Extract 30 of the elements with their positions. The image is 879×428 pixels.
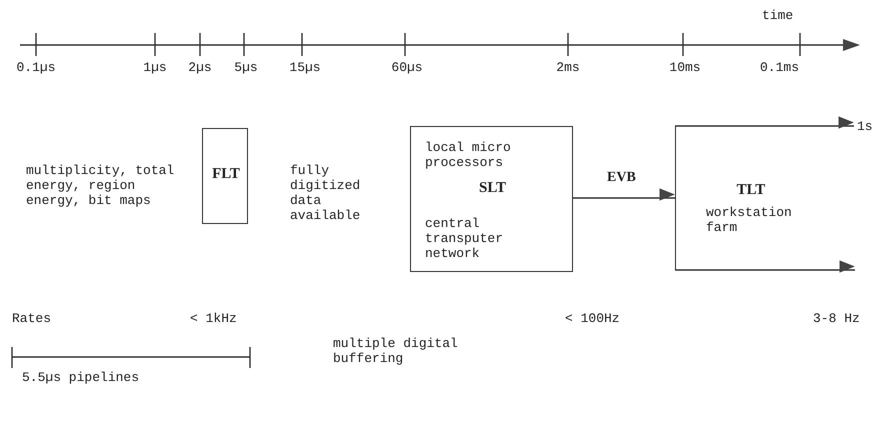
tick-label: 1µs — [142, 60, 168, 75]
arrow — [675, 260, 855, 273]
box-text: central transputer network — [425, 216, 504, 261]
tick-label: 10ms — [668, 60, 702, 75]
tick-label: 15µs — [288, 60, 322, 75]
box-label: SLT — [478, 181, 507, 196]
trigger-input-note: multiplicity, total energy, region energy, bit maps — [26, 163, 176, 208]
tick-label: 60µs — [390, 60, 424, 75]
box-text: workstation farm — [706, 205, 793, 235]
time-label: 1s — [857, 119, 874, 134]
tick-label: 0.1ms — [760, 60, 800, 75]
buffer-note: multiple digital buffering — [333, 336, 459, 366]
rate-label: < 100Hz — [565, 311, 620, 326]
process-box — [410, 126, 573, 272]
arrow — [573, 188, 675, 201]
tick-label: 2µs — [187, 60, 213, 75]
dimension-label: 5.5µs pipelines — [22, 370, 140, 385]
arrow — [675, 116, 854, 129]
row-label: Rates — [12, 311, 52, 326]
box-label: TLT — [736, 183, 766, 198]
tick-label: 2ms — [555, 60, 581, 75]
box-label: FLT — [211, 167, 241, 182]
tick-label: 0.1µs — [15, 60, 56, 75]
tick-label: 5µs — [233, 60, 259, 75]
axis-label: time — [762, 8, 794, 23]
rate-label: < 1kHz — [190, 311, 237, 326]
box-text: local micro processors — [425, 140, 512, 170]
data-note: fully digitized data available — [290, 163, 362, 223]
rate-label: 3-8 Hz — [813, 311, 860, 326]
process-box — [202, 128, 248, 224]
